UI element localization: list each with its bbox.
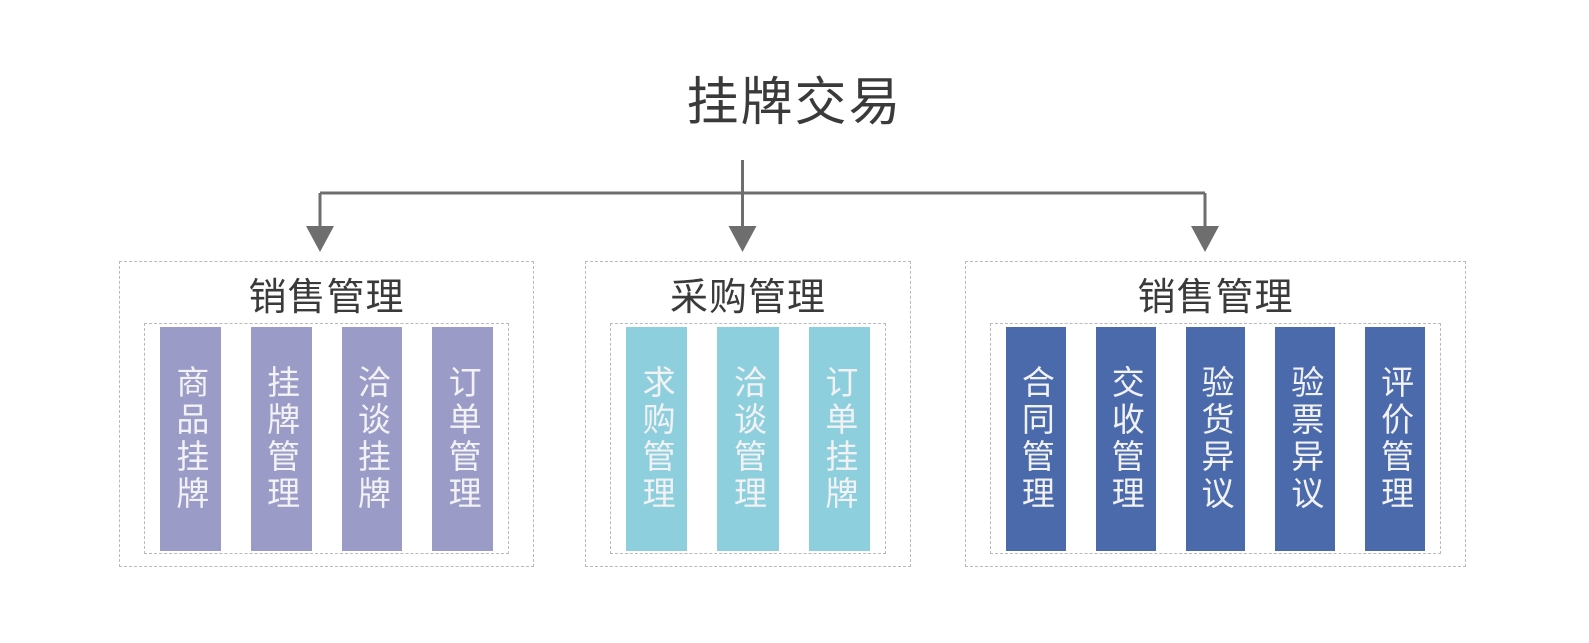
item-label: 评价管理	[1375, 364, 1415, 513]
item-bar[interactable]: 评价管理	[1365, 326, 1425, 551]
item-bar[interactable]: 挂牌管理	[250, 326, 312, 551]
item-bar[interactable]: 交收管理	[1095, 326, 1156, 551]
group-title: 销售管理	[1137, 275, 1294, 319]
item-label: 商品挂牌	[170, 364, 210, 513]
item-label: 订单挂牌	[819, 364, 859, 513]
item-bar[interactable]: 验货异议	[1185, 326, 1246, 551]
item-bar[interactable]: 合同管理	[1006, 326, 1066, 551]
item-bar[interactable]: 订单挂牌	[808, 326, 870, 551]
group-items-container: 求购管理 洽谈管理 订单挂牌	[610, 323, 886, 554]
group-purchase-management[interactable]: 采购管理 求购管理 洽谈管理 订单挂牌	[585, 261, 911, 567]
root-node-title: 挂牌交易	[686, 73, 903, 133]
item-bar[interactable]: 洽谈管理	[717, 326, 779, 551]
item-bar[interactable]: 商品挂牌	[160, 326, 221, 551]
group-title: 采购管理	[669, 275, 826, 319]
item-bar[interactable]: 求购管理	[626, 326, 688, 551]
item-label: 验货异议	[1195, 364, 1235, 513]
bar-list: 合同管理 交收管理 验货异议 验票异议 评价管理	[991, 324, 1440, 553]
group-sales-listing[interactable]: 销售管理 商品挂牌 挂牌管理 洽谈挂牌 订单管理	[119, 261, 534, 567]
item-label: 订单管理	[443, 364, 483, 513]
bar-list: 商品挂牌 挂牌管理 洽谈挂牌 订单管理	[145, 324, 508, 553]
item-label: 合同管理	[1016, 364, 1056, 513]
item-label: 验票异议	[1285, 364, 1325, 513]
group-title: 销售管理	[248, 275, 405, 319]
group-items-container: 商品挂牌 挂牌管理 洽谈挂牌 订单管理	[144, 323, 509, 554]
bar-list: 求购管理 洽谈管理 订单挂牌	[611, 324, 885, 553]
item-label: 挂牌管理	[261, 364, 301, 513]
group-sales-fulfillment[interactable]: 销售管理 合同管理 交收管理 验货异议 验票异议 评价管理	[965, 261, 1466, 567]
item-label: 求购管理	[637, 364, 677, 513]
item-bar[interactable]: 洽谈挂牌	[341, 326, 403, 551]
item-bar[interactable]: 订单管理	[432, 326, 493, 551]
group-items-container: 合同管理 交收管理 验货异议 验票异议 评价管理	[990, 323, 1441, 554]
item-label: 洽谈挂牌	[352, 364, 392, 513]
item-label: 交收管理	[1106, 364, 1146, 513]
item-bar[interactable]: 验票异议	[1275, 326, 1336, 551]
item-label: 洽谈管理	[728, 364, 768, 513]
